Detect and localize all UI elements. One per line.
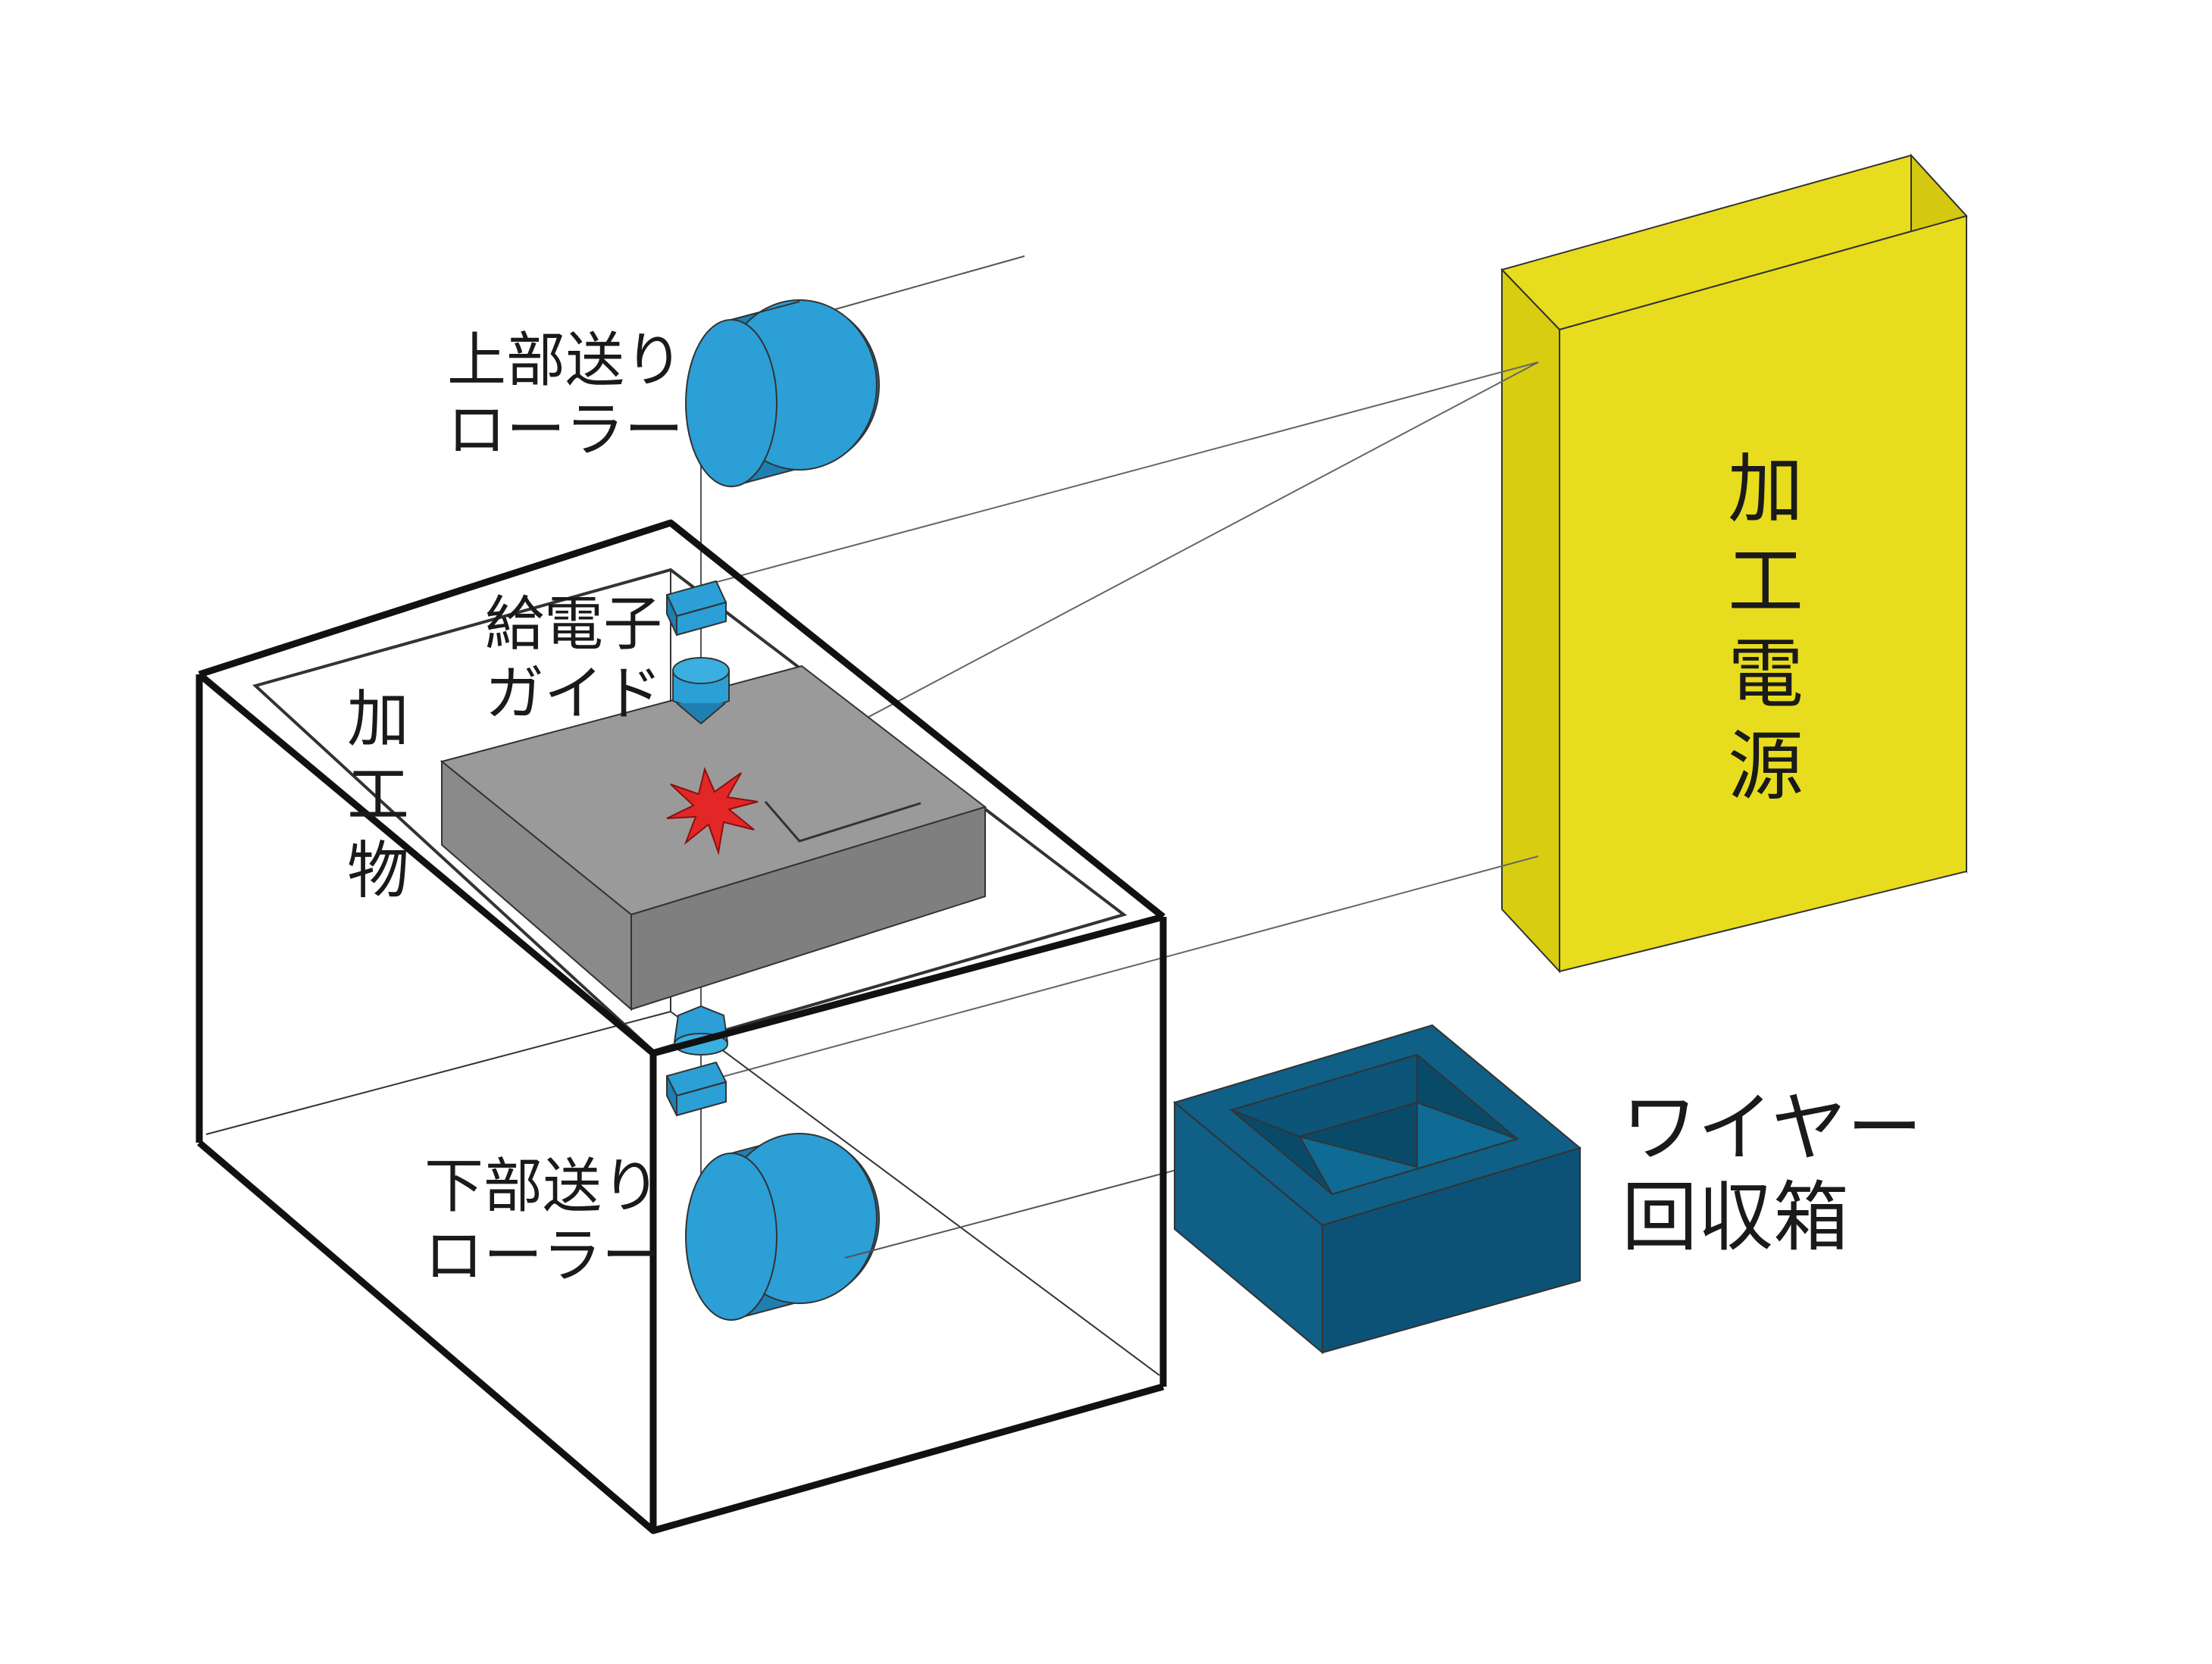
- upper-roller-label-line2: ローラー: [447, 396, 684, 465]
- wire-box-label-line2: 回収箱: [1622, 1173, 1849, 1262]
- lower-roller-label-line1: 下部送り: [424, 1153, 662, 1221]
- power-supply-label-char2: 工: [1728, 537, 1804, 626]
- lower-roller-label-line2: ローラー: [424, 1222, 662, 1291]
- lower-roller-label: 下部送り ローラー: [424, 1152, 661, 1291]
- workpiece-label-char1: 加: [347, 683, 410, 755]
- power-supply-label: 加 工 電 源: [1728, 443, 1804, 813]
- power-supply-label-char3: 電: [1728, 630, 1804, 718]
- tank-outline: [196, 519, 1167, 1534]
- workpiece-label-char3: 物: [347, 835, 410, 908]
- power-lines: [696, 361, 1539, 1084]
- power-supply-label-char1: 加: [1728, 445, 1804, 533]
- upper-nozzle: [672, 657, 730, 725]
- wire-box-label-line1: ワイヤー: [1622, 1084, 1923, 1172]
- power-supply-box: [1500, 153, 1968, 974]
- wire-collection-box-label: ワイヤー 回収箱: [1622, 1084, 1923, 1262]
- upper-roller-label: 上部送り ローラー: [447, 326, 684, 465]
- spark-icon: [666, 766, 759, 855]
- workpiece-label-char2: 工: [347, 759, 410, 832]
- feed-guide-label-line2: ガイド: [485, 660, 663, 729]
- power-supply-label-char4: 源: [1728, 722, 1804, 811]
- upper-roller-label-line1: 上部送り: [447, 327, 684, 395]
- lower-feed-contact: [665, 1061, 727, 1117]
- lower-roller: [685, 1133, 880, 1322]
- upper-feed-contact: [665, 580, 727, 637]
- feed-guide-label-line1: 給電子: [485, 590, 663, 658]
- workpiece-label: 加 工 物: [347, 682, 409, 909]
- upper-roller: [685, 299, 880, 488]
- feed-guide-label: 給電子 ガイド: [485, 590, 662, 729]
- wire-collection-box: [1172, 1024, 1582, 1355]
